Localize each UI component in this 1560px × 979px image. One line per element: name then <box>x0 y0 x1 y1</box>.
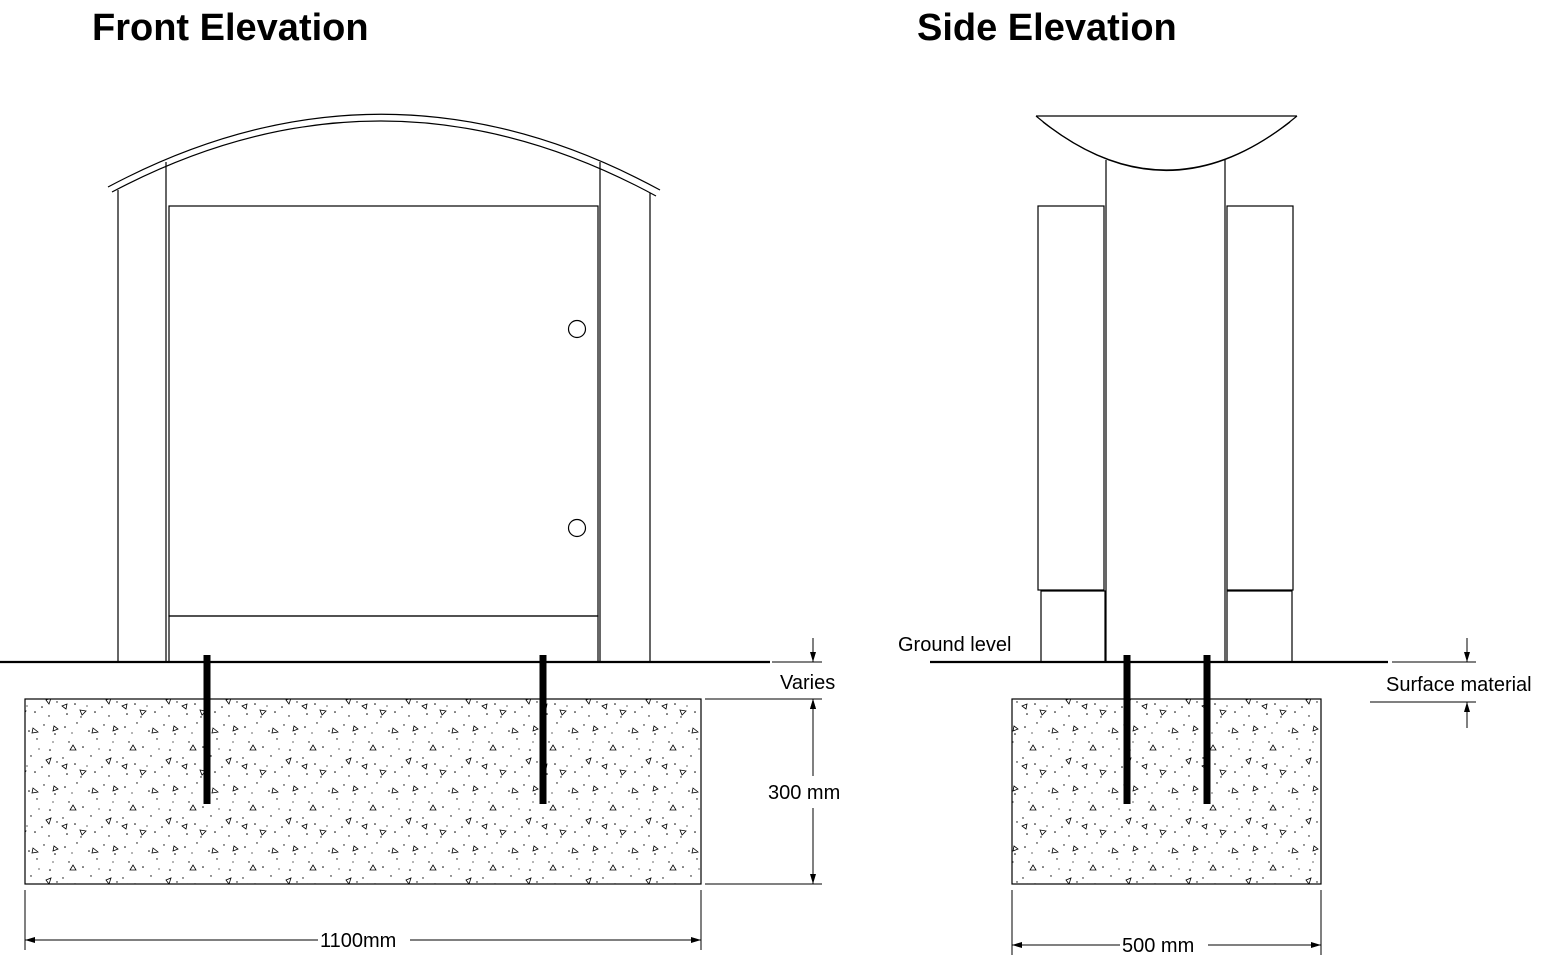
side-concrete-footing <box>1011 698 1322 885</box>
front-roof-curve-inner <box>111 120 657 197</box>
surface-material-label: Surface material <box>1386 674 1532 696</box>
front-concrete-footing <box>24 698 702 885</box>
side-elevation-title: Side Elevation <box>917 7 1177 49</box>
ground-level-label: Ground level <box>898 634 1011 656</box>
height-dim-label: 300 mm <box>768 782 840 804</box>
side-elevation-view: Ground level Surface material 500 mm <box>898 115 1532 957</box>
front-elevation-view: Varies 300 mm 1100mm <box>0 113 840 952</box>
side-panel-left-base <box>1040 590 1106 663</box>
side-roof-bowl-inner <box>1042 121 1291 171</box>
front-elevation-title: Front Elevation <box>92 7 369 49</box>
side-panel-right <box>1226 205 1294 591</box>
front-door-panel <box>168 205 599 617</box>
side-width-dim-label: 500 mm <box>1122 935 1194 957</box>
side-panel-right-base <box>1226 590 1293 663</box>
width-dim-label: 1100mm <box>320 930 396 952</box>
side-panel-left <box>1037 205 1105 591</box>
hinge-icon <box>567 319 587 339</box>
front-kick-plate <box>168 615 599 663</box>
varies-label: Varies <box>780 672 835 694</box>
front-roof-curve-outer <box>107 113 661 191</box>
hinge-icon <box>567 518 587 538</box>
